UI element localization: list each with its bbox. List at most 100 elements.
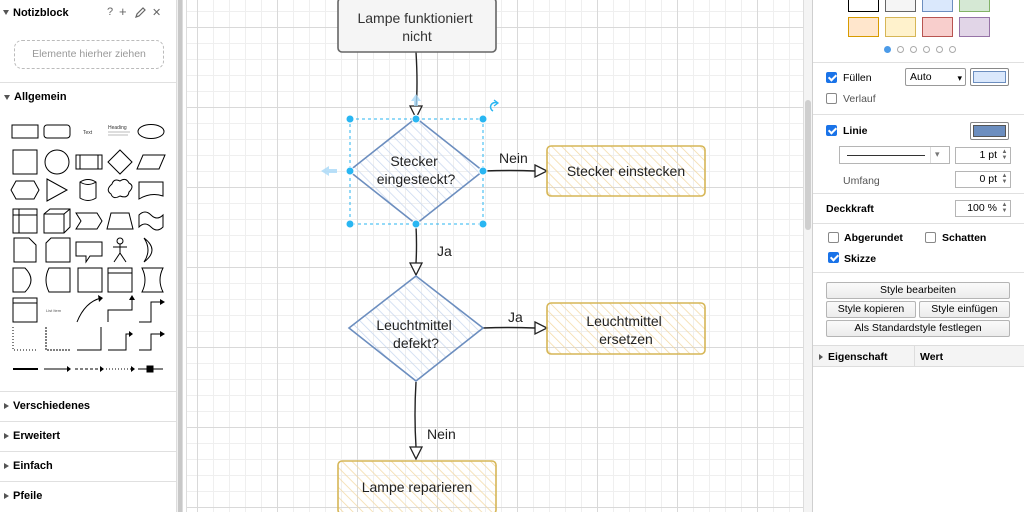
style-preset-swatch[interactable]	[848, 17, 879, 37]
delay-shape[interactable]	[12, 267, 32, 293]
resize-handle[interactable]	[411, 219, 421, 229]
fill-color-button[interactable]	[970, 68, 1009, 86]
drop-zone[interactable]: Elemente hierher ziehen	[14, 40, 164, 69]
help-icon[interactable]: ?	[107, 6, 114, 18]
card-shape[interactable]	[45, 237, 71, 263]
trapezoid-shape[interactable]	[106, 212, 134, 230]
container-shape[interactable]	[77, 267, 103, 293]
page-dot[interactable]	[936, 46, 943, 53]
line-width-input[interactable]: 1 pt ▲▼	[955, 147, 1011, 164]
triangle-shape[interactable]	[46, 178, 69, 202]
edit-icon[interactable]	[135, 7, 146, 18]
connector-shape[interactable]	[139, 301, 163, 323]
list-shape[interactable]	[12, 297, 38, 323]
resize-handle[interactable]	[478, 219, 488, 229]
action-leuchtmittel-ersetzen-node[interactable]	[546, 302, 706, 355]
properties-header[interactable]: Eigenschaft Wert	[813, 345, 1024, 367]
style-preset-swatch[interactable]	[885, 17, 916, 37]
stepper-icon[interactable]: ▲▼	[1001, 202, 1008, 214]
canvas-scrollbar-thumb[interactable]	[805, 100, 811, 230]
data-storage-shape[interactable]	[45, 267, 71, 293]
actor-shape[interactable]	[113, 244, 127, 263]
style-preset-swatch[interactable]	[922, 17, 953, 37]
start-node[interactable]	[337, 0, 497, 53]
add-icon[interactable]: +	[119, 4, 127, 19]
section-verschiedenes[interactable]: Verschiedenes	[0, 391, 176, 420]
diamond-shape[interactable]	[107, 149, 133, 175]
edit-style-button[interactable]: Style bearbeiten	[826, 282, 1010, 299]
elbow-shape[interactable]	[108, 333, 132, 351]
edge-decision1-action1[interactable]	[482, 169, 536, 172]
resize-handle[interactable]	[345, 219, 355, 229]
style-preset-swatch[interactable]	[885, 0, 916, 12]
sidebar-scrollbar-thumb[interactable]	[178, 0, 182, 512]
line-checkbox[interactable]	[826, 125, 837, 136]
ellipse-shape[interactable]	[137, 124, 165, 139]
resize-handle[interactable]	[478, 166, 488, 176]
sketch-checkbox[interactable]	[828, 252, 839, 263]
opacity-input[interactable]: 100 % ▲▼	[955, 200, 1011, 217]
text-shape[interactable]: Text	[83, 130, 93, 136]
or-shape[interactable]	[143, 237, 153, 263]
resize-handle[interactable]	[478, 114, 488, 124]
section-allgemein[interactable]: Allgemein	[0, 82, 176, 111]
sidebar-splitter[interactable]	[183, 0, 187, 512]
edge-label-nein[interactable]: Nein	[499, 150, 528, 166]
rounded-checkbox[interactable]	[828, 232, 839, 243]
set-default-style-button[interactable]: Als Standardstyle festlegen	[826, 320, 1010, 337]
close-icon[interactable]: ✕	[152, 7, 162, 19]
heading-shape[interactable]: Heading	[108, 125, 127, 131]
style-preset-swatch[interactable]	[959, 0, 990, 12]
paste-style-button[interactable]: Style einfügen	[919, 301, 1010, 318]
stepper-icon[interactable]: ▲▼	[1001, 173, 1008, 185]
page-dot[interactable]	[949, 46, 956, 53]
line-pattern-select[interactable]: ▾	[839, 146, 950, 164]
page-dot[interactable]	[923, 46, 930, 53]
rotate-icon[interactable]	[489, 99, 500, 112]
square-shape[interactable]	[12, 149, 38, 175]
canvas-scrollbar[interactable]	[803, 0, 812, 512]
style-preset-swatch[interactable]	[848, 0, 879, 12]
callout-shape[interactable]	[75, 241, 103, 264]
display-shape[interactable]	[141, 267, 164, 293]
resize-handle[interactable]	[345, 114, 355, 124]
tape-shape[interactable]	[138, 211, 164, 231]
elbow-arrow-shape[interactable]	[139, 333, 163, 351]
edge-decision2-end[interactable]	[414, 381, 417, 448]
copy-style-button[interactable]: Style kopieren	[826, 301, 916, 318]
circle-shape[interactable]	[44, 149, 70, 175]
hover-arrow-up-icon[interactable]	[411, 94, 421, 106]
step-shape[interactable]	[75, 212, 103, 230]
resize-handle[interactable]	[345, 166, 355, 176]
end-node[interactable]	[337, 460, 497, 512]
parallelogram-shape[interactable]	[136, 154, 166, 170]
diagram-canvas[interactable]: Lampe funktioniert nicht Stecker eingest…	[187, 0, 803, 512]
decision-leuchtmittel-node[interactable]	[347, 274, 485, 383]
rectangle-shape[interactable]	[11, 124, 39, 139]
sidebar-scrollbar[interactable]	[176, 0, 183, 512]
page-dot[interactable]	[910, 46, 917, 53]
bidirectional-connector-shape[interactable]	[107, 298, 133, 322]
swimlane-shape[interactable]	[107, 267, 133, 293]
style-preset-swatch[interactable]	[922, 0, 953, 12]
document-shape[interactable]	[138, 181, 164, 200]
perimeter-input[interactable]: 0 pt ▲▼	[955, 171, 1011, 188]
edge-label-nein[interactable]: Nein	[427, 426, 456, 442]
process-shape[interactable]	[75, 154, 103, 170]
dotted-corner-shape[interactable]	[12, 327, 37, 351]
cloud-shape[interactable]	[107, 178, 133, 199]
note-shape[interactable]	[13, 237, 37, 263]
style-preset-swatch[interactable]	[959, 17, 990, 37]
section-einfach[interactable]: Einfach	[0, 451, 176, 480]
edge-decision2-action2[interactable]	[482, 326, 536, 329]
resize-handle[interactable]	[411, 114, 421, 124]
edge-label-ja[interactable]: Ja	[437, 243, 452, 259]
internal-storage-shape[interactable]	[12, 208, 38, 234]
line-color-button[interactable]	[970, 122, 1009, 140]
hover-arrow-left-icon[interactable]	[321, 166, 337, 176]
stepper-icon[interactable]: ▲▼	[1001, 149, 1008, 161]
list-item-shape[interactable]: List Item	[46, 308, 62, 313]
gradient-checkbox[interactable]	[826, 93, 837, 104]
page-dot[interactable]	[897, 46, 904, 53]
corner-shape[interactable]	[77, 327, 102, 351]
